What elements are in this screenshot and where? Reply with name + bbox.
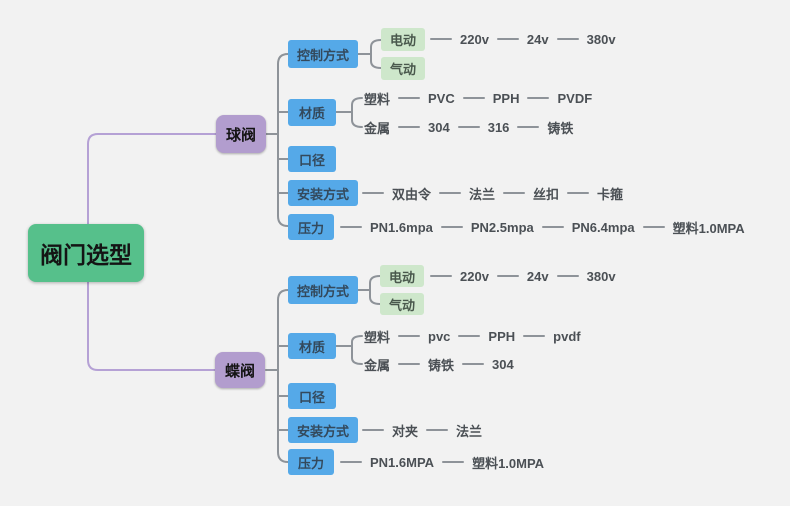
chain-item[interactable]: 316 xyxy=(487,119,510,135)
chain-voltage-ball: 220v 24v 380v xyxy=(430,30,616,48)
chain-item[interactable]: 丝扣 xyxy=(533,186,560,202)
connector-dash xyxy=(362,192,384,194)
chain-item[interactable]: 铸铁 xyxy=(547,120,574,136)
chain-item[interactable]: 塑料 xyxy=(364,91,391,107)
branch-topic-butterfly-valve[interactable]: 蝶阀 xyxy=(215,352,265,388)
connector-dash xyxy=(462,97,485,99)
branch-topic-ball-valve[interactable]: 球阀 xyxy=(216,115,266,153)
chain-item[interactable]: 金属 xyxy=(364,120,391,136)
chain-item[interactable]: 塑料1.0MPA xyxy=(672,220,745,236)
connector-dash xyxy=(398,126,421,128)
leaf-pneumatic-ball[interactable]: 气动 xyxy=(381,57,425,80)
connector-dash xyxy=(426,429,449,431)
chain-item[interactable]: PN2.5mpa xyxy=(470,219,534,235)
connector-dash xyxy=(442,461,465,463)
chain-item[interactable]: 法兰 xyxy=(469,186,496,202)
category-material-butterfly[interactable]: 材质 xyxy=(288,333,336,359)
chain-item[interactable]: PPH xyxy=(488,328,516,344)
chain-install-butterfly: 对夹 法兰 xyxy=(362,421,482,439)
connector-dash xyxy=(567,192,590,194)
connector-dash xyxy=(527,97,550,99)
chain-metal-butterfly: 金属 铸铁 304 xyxy=(364,355,514,373)
chain-item[interactable]: 塑料1.0MPA xyxy=(472,455,545,471)
connector-dash xyxy=(496,275,519,277)
connector-dash xyxy=(523,335,546,337)
category-control-method-ball[interactable]: 控制方式 xyxy=(288,40,358,68)
connector-dash xyxy=(503,192,526,194)
chain-item[interactable]: 220v xyxy=(460,31,489,47)
chain-item[interactable]: pvc xyxy=(428,328,451,344)
chain-item[interactable]: 塑料 xyxy=(364,329,391,345)
chain-install-ball: 双由令 法兰 丝扣 卡箍 xyxy=(362,184,623,202)
chain-item[interactable]: PN1.6mpa xyxy=(370,219,433,235)
category-pressure-ball[interactable]: 压力 xyxy=(288,214,334,240)
chain-item[interactable]: 双由令 xyxy=(392,186,432,202)
chain-item[interactable]: 304 xyxy=(428,119,450,135)
category-diameter-butterfly[interactable]: 口径 xyxy=(288,383,336,409)
chain-item[interactable]: pvdf xyxy=(553,328,581,344)
connector-dash xyxy=(642,226,665,228)
chain-item[interactable]: PVC xyxy=(428,90,455,106)
chain-plastic-ball: 塑料 PVC PPH PVDF xyxy=(364,89,592,107)
chain-item[interactable]: PN6.4mpa xyxy=(571,219,635,235)
chain-item[interactable]: 380v xyxy=(586,31,616,47)
connector-dash xyxy=(340,461,362,463)
leaf-pneumatic-butterfly[interactable]: 气动 xyxy=(380,293,424,315)
root-topic[interactable]: 阀门选型 xyxy=(28,224,144,282)
connector-dash xyxy=(398,363,421,365)
ball-valve-connectors xyxy=(265,39,382,227)
connector-dash xyxy=(462,363,485,365)
chain-item[interactable]: 卡箍 xyxy=(597,186,624,202)
chain-item[interactable]: 220v xyxy=(460,268,489,284)
chain-item[interactable]: PN1.6MPA xyxy=(370,454,435,470)
chain-item[interactable]: 法兰 xyxy=(456,423,483,439)
connector-dash xyxy=(556,38,579,40)
chain-pressure-butterfly: PN1.6MPA 塑料1.0MPA xyxy=(340,453,544,471)
chain-item[interactable]: 24v xyxy=(526,268,549,284)
chain-item[interactable]: 铸铁 xyxy=(428,357,455,373)
connector-dash xyxy=(340,226,362,228)
chain-item[interactable]: 对夹 xyxy=(392,423,419,439)
connector-dash xyxy=(458,335,481,337)
chain-item[interactable]: PPH xyxy=(492,90,520,106)
chain-plastic-butterfly: 塑料 pvc PPH pvdf xyxy=(364,327,581,345)
chain-item[interactable]: 380v xyxy=(586,268,616,284)
chain-metal-ball: 金属 304 316 铸铁 xyxy=(364,118,573,136)
connector-dash xyxy=(430,38,452,40)
category-install-method-ball[interactable]: 安装方式 xyxy=(288,180,358,206)
chain-item[interactable]: 金属 xyxy=(364,357,391,373)
connector-dash xyxy=(430,275,452,277)
category-install-method-butterfly[interactable]: 安装方式 xyxy=(288,417,358,443)
connector-dash xyxy=(440,226,463,228)
category-material-ball[interactable]: 材质 xyxy=(288,99,336,126)
connector-dash xyxy=(457,126,480,128)
connector-dash xyxy=(556,275,579,277)
connector-dash xyxy=(398,335,421,337)
leaf-electric-ball[interactable]: 电动 xyxy=(381,28,425,51)
connector-dash xyxy=(439,192,462,194)
leaf-electric-butterfly[interactable]: 电动 xyxy=(380,265,424,287)
category-control-method-butterfly[interactable]: 控制方式 xyxy=(288,276,358,304)
connector-dash xyxy=(541,226,564,228)
chain-item[interactable]: PVDF xyxy=(557,90,593,106)
category-diameter-ball[interactable]: 口径 xyxy=(288,146,336,172)
chain-item[interactable]: 24v xyxy=(526,31,549,47)
connector-dash xyxy=(398,97,421,99)
connector-dash xyxy=(362,429,384,431)
connector-dash xyxy=(496,38,519,40)
chain-voltage-butterfly: 220v 24v 380v xyxy=(430,267,616,285)
connector-dash xyxy=(517,126,540,128)
chain-item[interactable]: 304 xyxy=(492,356,514,372)
chain-pressure-ball: PN1.6mpa PN2.5mpa PN6.4mpa 塑料1.0MPA xyxy=(340,218,745,236)
butterfly-valve-connectors xyxy=(265,275,381,463)
category-pressure-butterfly[interactable]: 压力 xyxy=(288,449,334,475)
